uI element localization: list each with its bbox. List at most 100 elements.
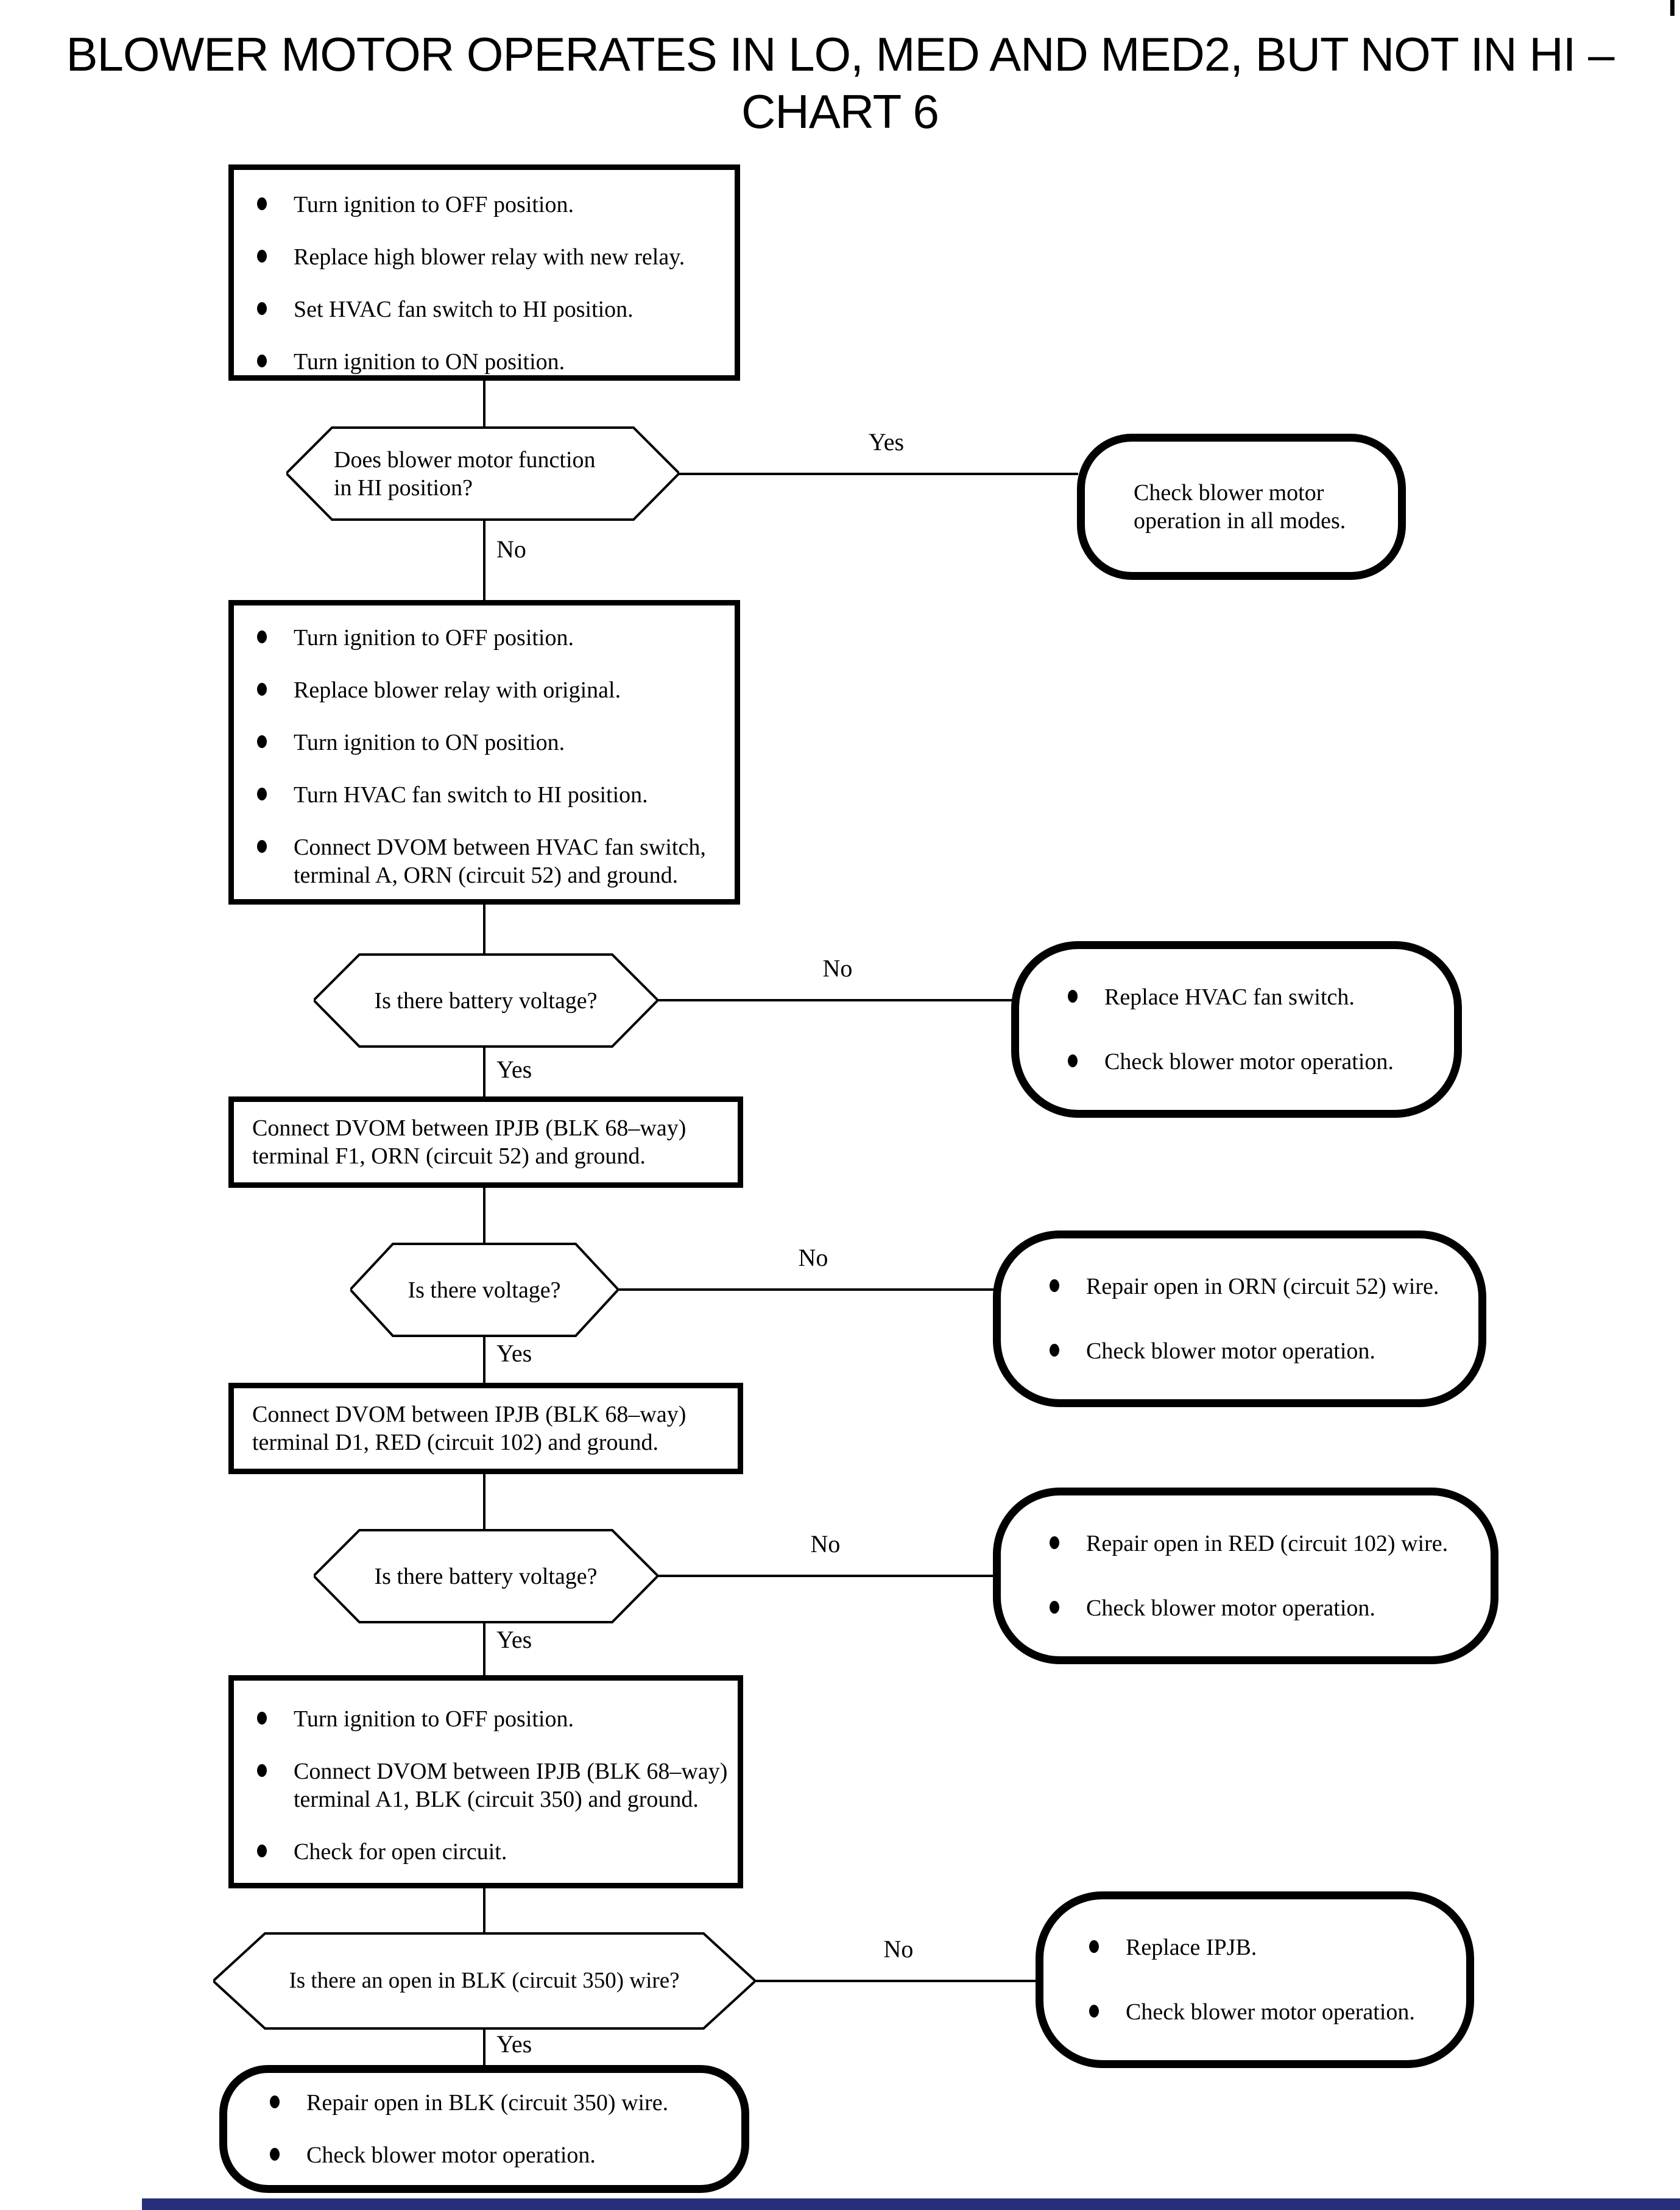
step2-bullet-3: Turn ignition to ON position. <box>294 730 565 755</box>
list-item: Replace HVAC fan switch. <box>1068 983 1442 1011</box>
result-yes5-box: Repair open in BLK (circuit 350) wire. C… <box>219 2065 749 2193</box>
yes-label-4: Yes <box>496 1626 532 1653</box>
result-no4-bullet-2: Check blower motor operation. <box>1086 1595 1375 1621</box>
decision5-question: Is there an open in BLK (circuit 350) wi… <box>289 1968 680 1993</box>
scan-artifact-tick <box>1670 0 1675 16</box>
decision2-question: Is there battery voltage? <box>374 987 598 1014</box>
result-no3-bullet-2: Check blower motor operation. <box>1086 1338 1375 1364</box>
connector-line <box>754 1980 1037 1982</box>
no-label-1: No <box>496 535 526 563</box>
no-label-5: No <box>883 1935 914 1963</box>
decision3-question: Is there voltage? <box>408 1277 561 1303</box>
decision-hexagon-shape <box>350 1243 618 1337</box>
decision2-hexagon: Is there battery voltage? <box>314 953 658 1048</box>
list-item: Turn ignition to ON position. <box>257 348 732 376</box>
connector-line <box>657 999 1012 1001</box>
list-item: Replace blower relay with original. <box>257 676 732 704</box>
connector-line <box>483 520 485 601</box>
list-item: Check blower motor operation. <box>270 2141 729 2169</box>
step5-box: Turn ignition to OFF position. Connect D… <box>228 1675 743 1888</box>
bullet-icon <box>1050 1601 1059 1614</box>
result-yes1-text: Check blower motor operation in all mode… <box>1134 480 1346 534</box>
step2-bullet-1: Turn ignition to OFF position. <box>294 625 574 651</box>
step2-bullet-5: Connect DVOM between HVAC fan switch, te… <box>294 835 706 888</box>
decision4-question: Is there battery voltage? <box>374 1563 598 1589</box>
bullet-icon <box>257 355 267 367</box>
list-item: Check blower motor operation. <box>1089 1998 1454 2026</box>
list-item: Check blower motor operation. <box>1050 1337 1466 1365</box>
bullet-icon <box>257 1764 267 1777</box>
no-label-3: No <box>798 1244 828 1271</box>
list-item: Connect DVOM between IPJB (BLK 68–way) t… <box>257 1757 735 1813</box>
no-label-4: No <box>810 1530 841 1558</box>
step4-text: Connect DVOM between IPJB (BLK 68–way) t… <box>252 1402 686 1455</box>
result-no4-bullet-1: Repair open in RED (circuit 102) wire. <box>1086 1531 1449 1556</box>
list-item: Set HVAC fan switch to HI position. <box>257 295 732 323</box>
page-title: BLOWER MOTOR OPERATES IN LO, MED AND MED… <box>0 26 1680 140</box>
bullet-icon <box>1068 1054 1078 1067</box>
decision3-hexagon: Is there voltage? <box>350 1243 618 1337</box>
decision-hexagon-shape <box>314 1529 658 1623</box>
result-no2-box: Replace HVAC fan switch. Check blower mo… <box>1011 941 1462 1118</box>
result-yes5-bullet-1: Repair open in BLK (circuit 350) wire. <box>306 2090 669 2116</box>
bullet-icon <box>270 2095 280 2108</box>
step1-bullet-1: Turn ignition to OFF position. <box>294 192 574 217</box>
bullet-icon <box>1050 1344 1059 1357</box>
list-item: Repair open in BLK (circuit 350) wire. <box>270 2089 729 2117</box>
bullet-icon <box>257 840 267 853</box>
bullet-icon <box>257 302 267 315</box>
connector-line <box>483 1187 485 1244</box>
bullet-icon <box>257 197 267 210</box>
bullet-icon <box>1068 990 1078 1003</box>
no-label-2: No <box>822 955 853 982</box>
connector-line <box>617 1288 994 1291</box>
decision1-hexagon: Does blower motor function in HI positio… <box>286 426 679 521</box>
connector-line <box>483 1336 485 1384</box>
result-no3-box: Repair open in ORN (circuit 52) wire. Ch… <box>993 1230 1486 1407</box>
bullet-icon <box>1050 1279 1059 1292</box>
list-item: Turn ignition to OFF position. <box>257 191 732 219</box>
result-no4-box: Repair open in RED (circuit 102) wire. C… <box>993 1488 1498 1664</box>
connector-line <box>657 1575 994 1577</box>
result-no2-bullet-2: Check blower motor operation. <box>1104 1049 1394 1075</box>
bullet-icon <box>257 788 267 800</box>
list-item: Replace IPJB. <box>1089 1933 1454 1961</box>
step1-bullet-2: Replace high blower relay with new relay… <box>294 244 685 270</box>
bullet-icon <box>1050 1536 1059 1549</box>
connector-line <box>483 2028 485 2066</box>
connector-line <box>483 1887 485 1933</box>
decision4-hexagon: Is there battery voltage? <box>314 1529 658 1623</box>
yes-label-1: Yes <box>868 428 905 456</box>
bullet-icon <box>257 1712 267 1725</box>
bullet-icon <box>257 250 267 263</box>
result-no2-bullet-1: Replace HVAC fan switch. <box>1104 984 1355 1010</box>
list-item: Repair open in ORN (circuit 52) wire. <box>1050 1273 1466 1301</box>
decision1-question: Does blower motor function in HI positio… <box>334 447 596 501</box>
list-item: Connect DVOM between HVAC fan switch, te… <box>257 833 732 889</box>
result-no5-box: Replace IPJB. Check blower motor operati… <box>1036 1891 1474 2068</box>
step2-bullet-2: Replace blower relay with original. <box>294 677 621 703</box>
list-item: Check for open circuit. <box>257 1838 735 1866</box>
decision-hexagon-shape <box>286 426 679 521</box>
connector-line <box>483 1622 485 1676</box>
bullet-icon <box>1089 1940 1099 1953</box>
list-item: Replace high blower relay with new relay… <box>257 243 732 271</box>
result-no3-bullet-1: Repair open in ORN (circuit 52) wire. <box>1086 1274 1439 1299</box>
result-yes5-bullet-2: Check blower motor operation. <box>306 2142 596 2168</box>
step5-bullet-1: Turn ignition to OFF position. <box>294 1706 574 1732</box>
yes-label-2: Yes <box>496 1056 532 1083</box>
connector-line <box>483 381 485 427</box>
yes-label-3: Yes <box>496 1340 532 1367</box>
page-title-line2: CHART 6 <box>741 85 939 138</box>
connector-line <box>679 473 1078 475</box>
footer-bar <box>142 2198 1680 2210</box>
list-item: Check blower motor operation. <box>1068 1048 1442 1076</box>
step2-box: Turn ignition to OFF position. Replace b… <box>228 600 740 905</box>
step5-bullet-2: Connect DVOM between IPJB (BLK 68–way) t… <box>294 1759 728 1812</box>
step3-box: Connect DVOM between IPJB (BLK 68–way) t… <box>228 1096 743 1188</box>
page-title-line1: BLOWER MOTOR OPERATES IN LO, MED AND MED… <box>66 27 1615 81</box>
bullet-icon <box>257 683 267 696</box>
step2-bullet-4: Turn HVAC fan switch to HI position. <box>294 782 648 808</box>
list-item: Turn ignition to ON position. <box>257 729 732 757</box>
step5-bullet-3: Check for open circuit. <box>294 1839 507 1865</box>
